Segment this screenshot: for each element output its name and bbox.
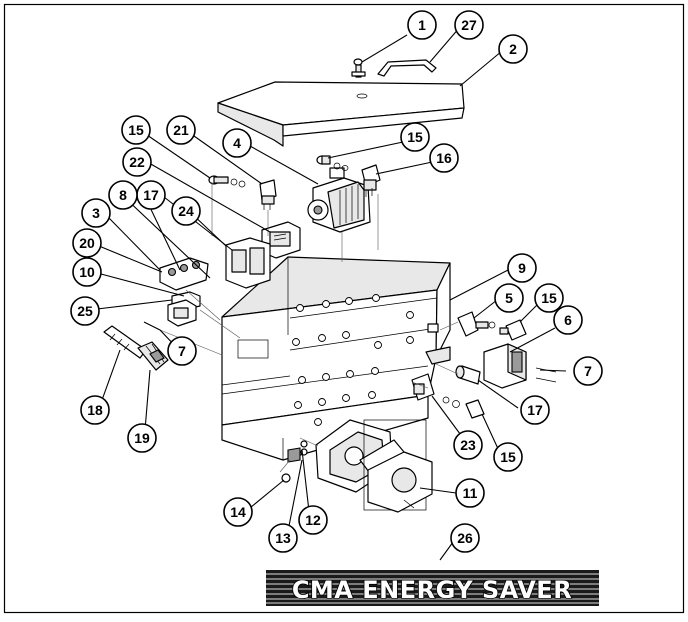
callout-17: 17 bbox=[520, 395, 550, 425]
callout-9: 9 bbox=[507, 253, 537, 283]
callout-11: 11 bbox=[455, 478, 485, 508]
svg-text:25: 25 bbox=[77, 303, 93, 319]
callout-21: 21 bbox=[166, 115, 196, 145]
svg-text:7: 7 bbox=[584, 363, 592, 379]
callout-23: 23 bbox=[453, 430, 483, 460]
svg-text:14: 14 bbox=[230, 504, 246, 520]
svg-text:10: 10 bbox=[79, 264, 95, 280]
callout-17: 17 bbox=[136, 180, 166, 210]
callout-15: 15 bbox=[121, 115, 151, 145]
callout-19: 19 bbox=[127, 423, 157, 453]
energy-saver-decal: CMA ENERGY SAVER bbox=[266, 570, 599, 606]
switch-part-16 bbox=[361, 164, 381, 197]
mounting-bracket-part bbox=[315, 419, 433, 513]
callout-27: 27 bbox=[454, 10, 484, 40]
svg-text:15: 15 bbox=[407, 129, 423, 145]
terminal-block-part bbox=[159, 257, 209, 291]
callout-7: 7 bbox=[167, 336, 197, 366]
svg-text:1: 1 bbox=[418, 17, 426, 33]
enclosure-box bbox=[221, 256, 451, 463]
callout-15: 15 bbox=[400, 122, 430, 152]
lid-part bbox=[217, 81, 465, 147]
svg-text:27: 27 bbox=[461, 17, 477, 33]
svg-text:21: 21 bbox=[173, 122, 189, 138]
svg-text:24: 24 bbox=[178, 203, 194, 219]
svg-text:15: 15 bbox=[541, 290, 557, 306]
callout-15: 15 bbox=[493, 442, 523, 472]
callout-13: 13 bbox=[268, 523, 298, 553]
pilot-light-part bbox=[455, 365, 481, 385]
svg-text:12: 12 bbox=[305, 512, 321, 528]
callout-3: 3 bbox=[81, 198, 111, 228]
svg-text:26: 26 bbox=[457, 530, 473, 546]
callout-2: 2 bbox=[498, 34, 528, 64]
svg-text:8: 8 bbox=[119, 187, 127, 203]
svg-text:9: 9 bbox=[518, 260, 526, 276]
svg-text:15: 15 bbox=[500, 449, 516, 465]
svg-text:2: 2 bbox=[509, 41, 517, 57]
callout-26: 26 bbox=[450, 523, 480, 553]
callout-1: 1 bbox=[407, 10, 437, 40]
knob-part-15c bbox=[499, 319, 527, 341]
energy-saver-label: CMA ENERGY SAVER bbox=[292, 576, 572, 604]
contactor-part bbox=[225, 237, 271, 289]
rotary-switch-part bbox=[457, 311, 496, 337]
svg-text:11: 11 bbox=[463, 485, 478, 501]
svg-text:22: 22 bbox=[129, 154, 145, 170]
callout-16: 16 bbox=[429, 143, 459, 173]
callout-5: 5 bbox=[494, 283, 524, 313]
callout-12: 12 bbox=[298, 505, 328, 535]
svg-text:18: 18 bbox=[87, 402, 103, 418]
svg-text:17: 17 bbox=[527, 402, 543, 418]
svg-text:17: 17 bbox=[143, 187, 159, 203]
callout-10: 10 bbox=[72, 257, 102, 287]
callout-24: 24 bbox=[171, 196, 201, 226]
svg-text:3: 3 bbox=[92, 205, 100, 221]
timer-motor-part bbox=[307, 167, 371, 233]
knob-part-15d bbox=[465, 399, 485, 419]
conduit-fitting-part bbox=[103, 325, 169, 371]
svg-text:13: 13 bbox=[275, 530, 291, 546]
svg-text:19: 19 bbox=[134, 430, 150, 446]
toggle-switch-part bbox=[411, 373, 460, 408]
callout-25: 25 bbox=[70, 296, 100, 326]
svg-text:16: 16 bbox=[436, 150, 452, 166]
callout-18: 18 bbox=[80, 395, 110, 425]
callout-20: 20 bbox=[72, 228, 102, 258]
callout-15: 15 bbox=[534, 283, 564, 313]
callout-8: 8 bbox=[108, 180, 138, 210]
knob-part-15b bbox=[208, 175, 246, 188]
svg-text:6: 6 bbox=[564, 312, 572, 328]
svg-text:4: 4 bbox=[233, 135, 241, 151]
svg-text:15: 15 bbox=[128, 122, 144, 138]
callout-14: 14 bbox=[223, 497, 253, 527]
svg-text:7: 7 bbox=[178, 343, 186, 359]
svg-text:5: 5 bbox=[505, 290, 513, 306]
fuse-holder-part-25 bbox=[167, 299, 197, 327]
panel-meter-part bbox=[483, 343, 557, 389]
knob-part-15a bbox=[316, 155, 349, 171]
diagram-border bbox=[3, 3, 685, 614]
svg-text:20: 20 bbox=[79, 235, 95, 251]
handle-part bbox=[377, 59, 437, 77]
switch-part-21 bbox=[259, 179, 277, 210]
callout-22: 22 bbox=[122, 147, 152, 177]
callout-6: 6 bbox=[553, 305, 583, 335]
callout-4: 4 bbox=[222, 128, 252, 158]
callout-7: 7 bbox=[573, 356, 603, 386]
svg-text:23: 23 bbox=[460, 437, 476, 453]
